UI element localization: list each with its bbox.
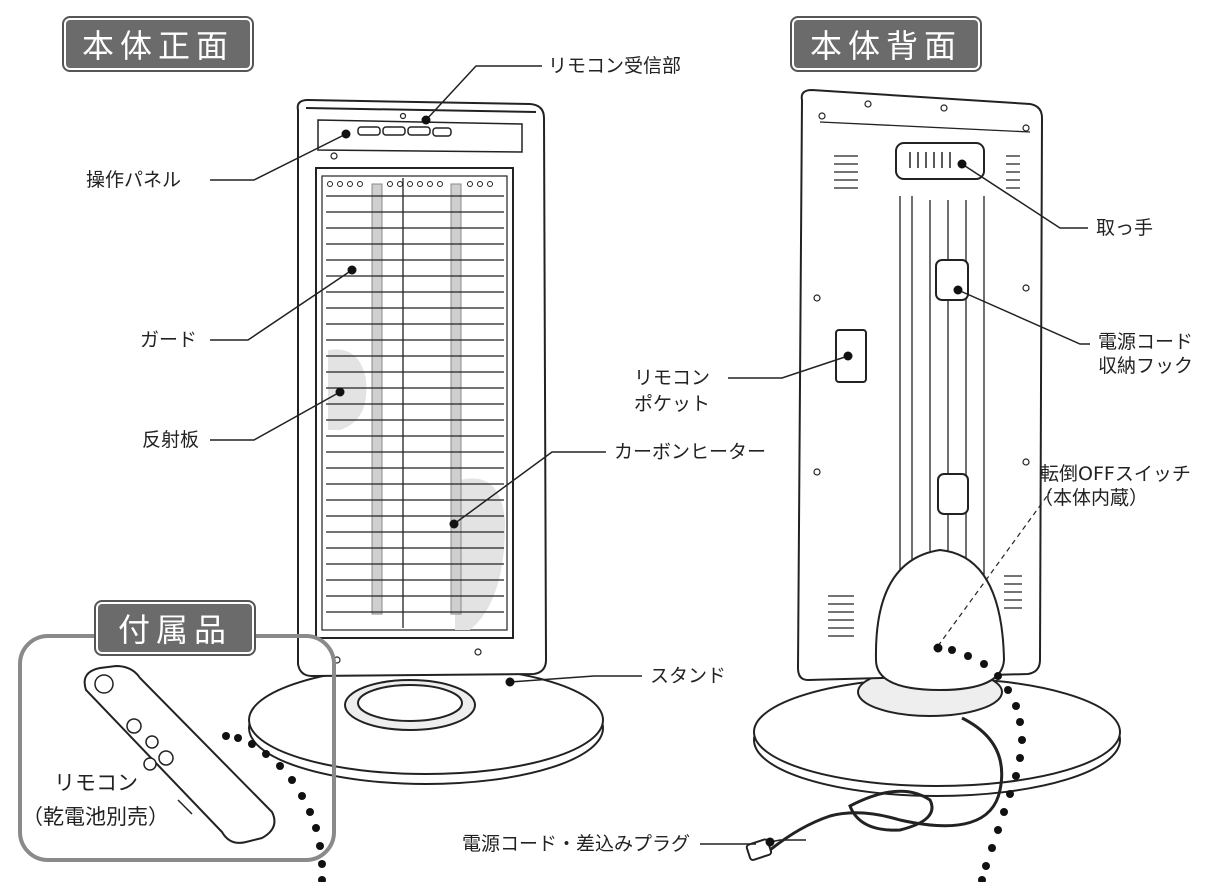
label-control-panel: 操作パネル [86, 169, 182, 191]
label-guard: ガード [140, 329, 198, 351]
back-handle [895, 142, 985, 180]
leader-dots [335, 115, 967, 847]
label-remote-line2: （乾電池別売） [22, 805, 169, 829]
label-cord-hook-line1: 電源コード [1098, 331, 1194, 353]
label-remote-pocket-line1: リモコン [634, 367, 711, 389]
back-cord-hook [935, 259, 969, 301]
back-heater-drawing [745, 88, 1121, 861]
label-reflector: 反射板 [142, 429, 200, 451]
label-handle: 取っ手 [1096, 217, 1154, 239]
label-remote-line1: リモコン [54, 771, 138, 795]
heading-back-view: 本体背面 [792, 18, 980, 70]
heading-front-view: 本体正面 [64, 18, 252, 70]
remote-control-drawing [83, 664, 276, 844]
label-remote-pocket-line2: ポケット [634, 393, 711, 415]
back-power-cord [769, 716, 1004, 852]
back-body [796, 88, 1044, 682]
heading-accessories: 付属品 [96, 602, 254, 654]
label-carbon-heater: カーボンヒーター [614, 441, 767, 463]
label-remote-receiver: リモコン受信部 [548, 55, 682, 77]
label-tip-switch-line2: （本体内蔵） [1034, 487, 1149, 509]
label-cord-hook-line2: 収納フック [1098, 355, 1194, 377]
remote-body [83, 664, 276, 844]
label-power-plug: 電源コード・差込みプラグ [462, 833, 691, 855]
front-heater-drawing [248, 98, 604, 785]
leader-lines [210, 65, 1090, 843]
dotted-connectors [222, 646, 1026, 882]
label-tip-switch-line1: 転倒OFFスイッチ [1040, 463, 1191, 485]
label-stand: スタンド [650, 665, 727, 687]
